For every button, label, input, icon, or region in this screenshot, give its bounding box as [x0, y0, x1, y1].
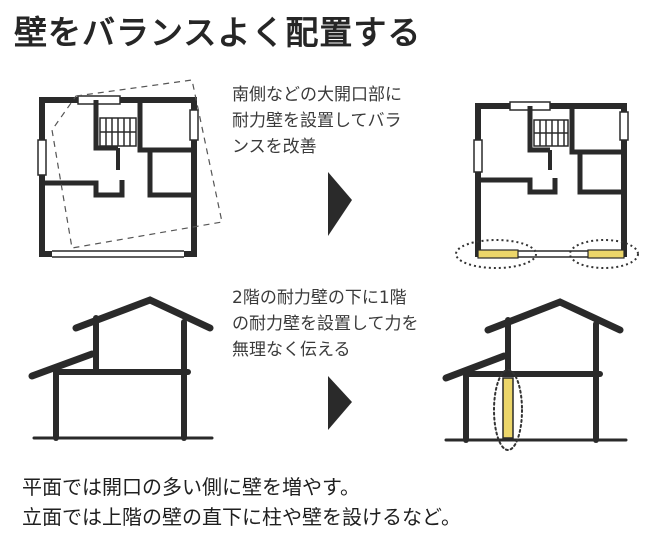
added-wall-left	[477, 249, 519, 259]
summary-line: 立面では上階の壁の直下に柱や壁を設けるなど。	[22, 505, 461, 529]
elevation-caption-line: 2階の耐力壁の下に1階	[232, 288, 407, 308]
highlight-ellipse	[493, 369, 523, 451]
highlight-ellipse	[455, 239, 537, 269]
plan-caption-line: 耐力壁を設置してバラ	[232, 111, 402, 131]
plan-caption-line: 南側などの大開口部に	[232, 85, 402, 105]
added-column	[502, 377, 514, 439]
summary-text: 平面では開口の多い側に壁を増やす。 立面では上階の壁の直下に柱や壁を設けるなど。	[22, 472, 461, 532]
elevation-caption-line: 無理なく伝える	[232, 340, 351, 360]
elevation-after	[442, 298, 628, 451]
plan-caption-line: ンスを改善	[232, 137, 317, 157]
arrow-right-icon	[328, 172, 352, 236]
elevation-caption-line: の耐力壁を設置して力を	[232, 314, 419, 334]
page-title: 壁をバランスよく配置する	[14, 13, 422, 52]
added-wall-right	[587, 249, 625, 259]
elevation-before	[28, 296, 214, 441]
summary-line: 平面では開口の多い側に壁を増やす。	[22, 475, 360, 499]
floor-plan-before	[37, 79, 223, 258]
arrow-right-icon	[328, 376, 352, 430]
floor-plan-after	[455, 101, 639, 269]
plan-caption: 南側などの大開口部に 耐力壁を設置してバラ ンスを改善	[232, 82, 467, 160]
highlight-ellipse	[569, 239, 639, 269]
elevation-caption: 2階の耐力壁の下に1階 の耐力壁を設置して力を 無理なく伝える	[232, 285, 467, 363]
